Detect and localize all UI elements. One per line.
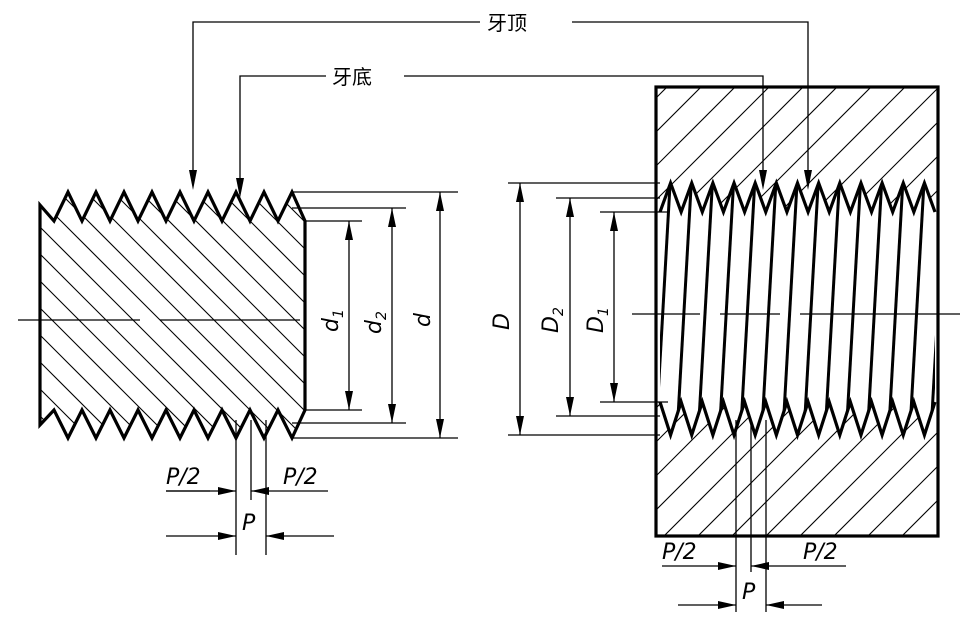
D-label: D xyxy=(490,313,515,330)
external-half-pitch-right: P/2 xyxy=(283,465,318,490)
D1-label: D1 xyxy=(584,307,612,333)
external-thread-hatching xyxy=(40,192,305,438)
D2-label: D2 xyxy=(539,307,567,333)
internal-bottom-hatching xyxy=(656,402,938,536)
d1-label: d1 xyxy=(319,309,347,332)
crest-label: 牙顶 xyxy=(487,11,527,35)
external-pitch-dimension xyxy=(166,420,334,555)
d2-label: d2 xyxy=(362,311,390,334)
internal-half-pitch-left: P/2 xyxy=(662,540,697,565)
external-half-pitch-left: P/2 xyxy=(166,465,201,490)
external-pitch-label: P xyxy=(242,511,256,536)
internal-pitch-dimension xyxy=(662,420,846,612)
external-dimension-lines xyxy=(292,191,458,439)
crest-leader xyxy=(189,21,812,190)
internal-half-pitch-right: P/2 xyxy=(803,540,838,565)
root-leader xyxy=(236,75,767,198)
d-label: d xyxy=(411,312,436,327)
internal-pitch-label: P xyxy=(742,580,756,605)
internal-dimension-lines xyxy=(508,182,668,436)
external-thread-outline xyxy=(38,188,307,442)
internal-core-lines xyxy=(660,184,935,433)
internal-block-outline xyxy=(654,85,940,538)
external-thread xyxy=(18,188,307,442)
internal-bottom-profile xyxy=(658,396,937,441)
root-label: 牙底 xyxy=(332,65,372,89)
internal-top-profile xyxy=(658,178,937,217)
